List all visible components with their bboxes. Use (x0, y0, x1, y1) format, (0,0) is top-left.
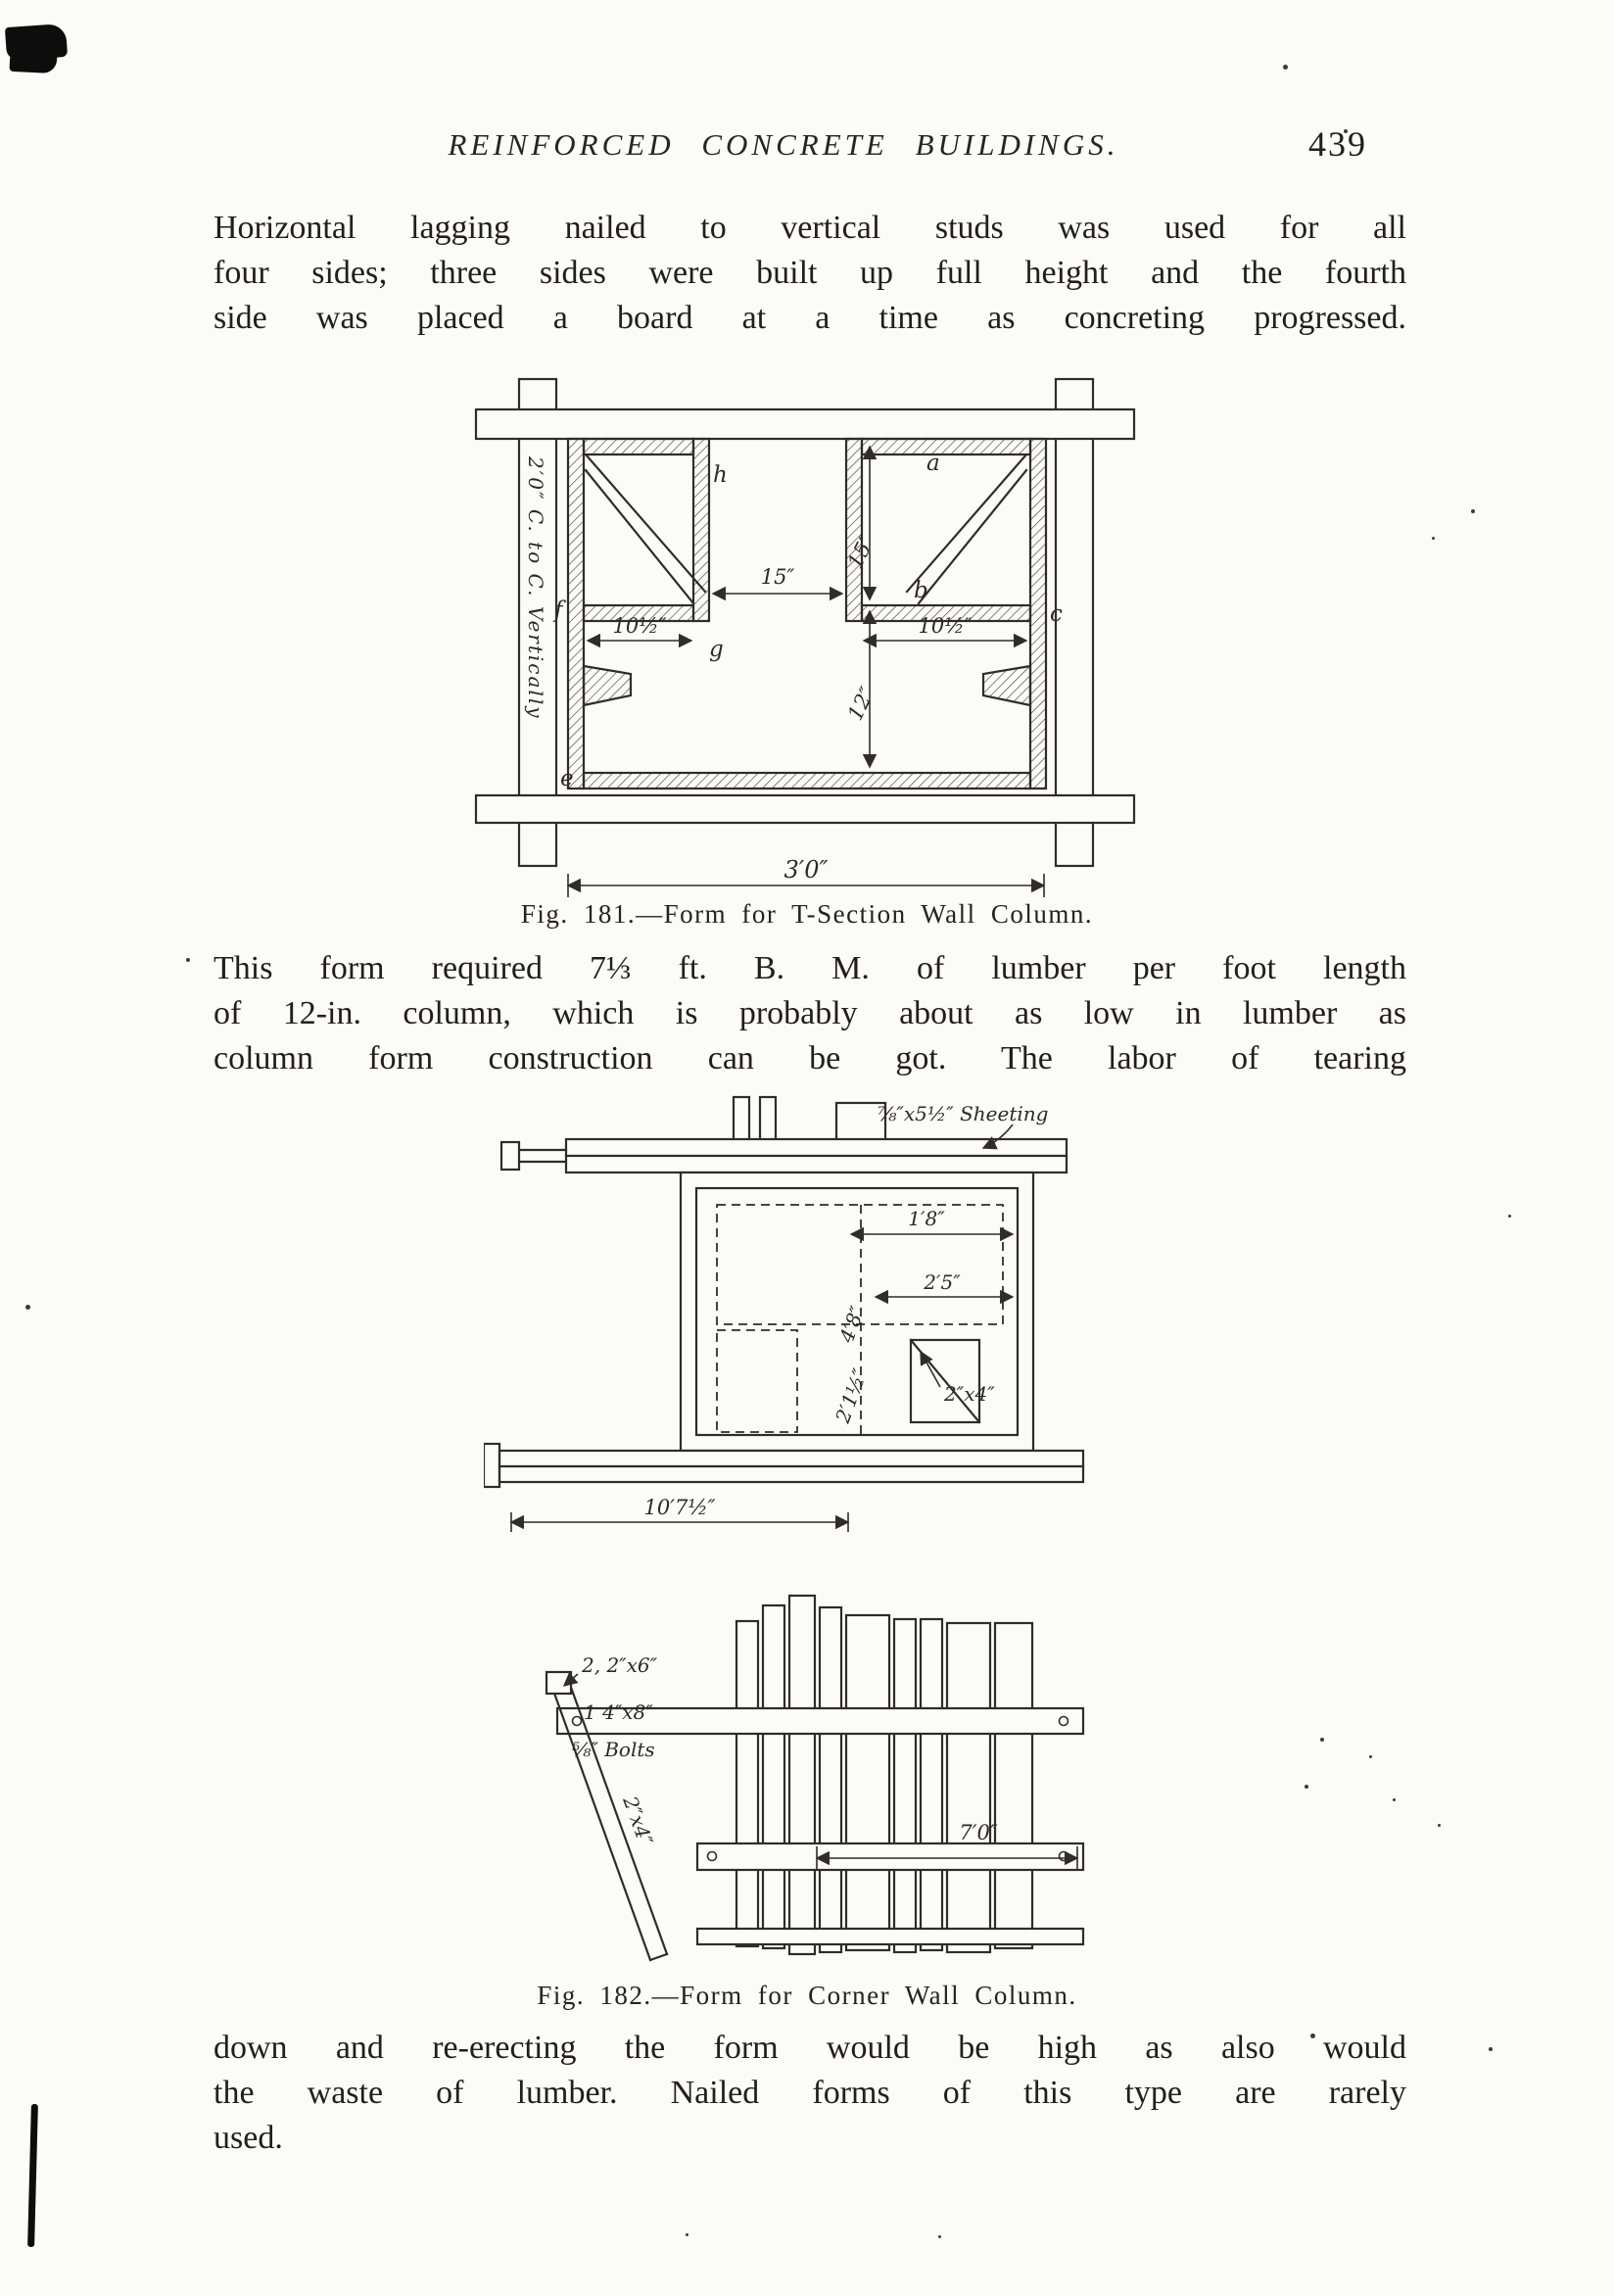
dim-2ft5: 2′5″ (923, 1270, 961, 1294)
lumber-1-4x8: 1 4″x8″ (584, 1700, 653, 1724)
dim-10ft7half: 10′7½″ (643, 1496, 715, 1519)
paragraph-3-line-3: used. (214, 2120, 283, 2156)
scan-speck (1393, 1798, 1396, 1801)
letter-c: c (1050, 601, 1063, 627)
plan-hidden-lines (716, 1204, 1004, 1438)
paragraph-1-line-3: side was placed a board at a time as con… (214, 300, 1406, 336)
dim-3ft: 3′0″ (784, 856, 829, 884)
scan-speck (686, 2233, 688, 2236)
page-header: REINFORCED CONCRETE BUILDINGS. 439 (0, 120, 1614, 178)
post-spacing-label: 2′0″ C. to C. Vertically (524, 455, 547, 720)
scan-speck (1508, 1215, 1511, 1218)
fig-182-plan-drawing: ⅞″x5½″ Sheeting 1′8″ 2′5″ 4′8″ 2′1½″ 2″x… (484, 1095, 1085, 1532)
scan-edge-mark (27, 2103, 38, 2248)
scan-speck (1471, 509, 1475, 513)
figure-182-caption: Fig. 182.—Form for Corner Wall Column. (537, 1981, 1077, 2010)
scan-speck (1432, 537, 1435, 540)
paragraph-1-line-1: Horizontal lagging nailed to vertical st… (214, 210, 1406, 246)
fig-182-elevation-drawing: 2, 2″x6″ 1 4″x8″ ⅝″ Bolts 2″x4″ 7′0″ (545, 1594, 1085, 1962)
dim-7ft0: 7′0″ (959, 1821, 997, 1844)
paragraph-1-line-2: four sides; three sides were built up fu… (214, 255, 1406, 291)
figure-182-plan: ⅞″x5½″ Sheeting 1′8″ 2′5″ 4′8″ 2′1½″ 2″x… (484, 1095, 1091, 1536)
page-number: 439 (1308, 124, 1367, 164)
ink-smudge (9, 49, 58, 74)
dim-10half-right: 10½″ (919, 614, 973, 638)
elevation-dimension-lines (562, 1672, 1079, 1870)
fig-181-drawing: 15″ 15″ 12″ 10½″ 10½″ 3′0″ 2′0″ C. to C.… (474, 377, 1136, 897)
figure-181-caption: Fig. 181.—Form for T-Section Wall Column… (520, 899, 1094, 929)
lumber-2x4-plan: 2″x4″ (943, 1382, 995, 1406)
scan-speck (1305, 1785, 1308, 1789)
dim-10half-left: 10½″ (613, 614, 667, 638)
scan-speck (186, 958, 190, 962)
letter-f: f (552, 598, 566, 623)
dim-1ft8: 1′8″ (908, 1207, 945, 1230)
paragraph-1: Horizontal lagging nailed to vertical st… (214, 206, 1406, 341)
scan-speck (1310, 2033, 1315, 2038)
running-title: REINFORCED CONCRETE BUILDINGS. (448, 127, 1119, 162)
scan-speck (1320, 1738, 1324, 1742)
figure-181: 15″ 15″ 12″ 10½″ 10½″ 3′0″ 2′0″ C. to C.… (468, 374, 1144, 923)
bolts-label: ⅝″ Bolts (572, 1738, 655, 1761)
dimension-lines (566, 445, 1046, 897)
dim-15-horizontal: 15″ (761, 565, 795, 589)
scan-speck (1283, 65, 1288, 70)
letter-b: b (914, 578, 928, 603)
figure-182-elevation: 2, 2″x6″ 1 4″x8″ ⅝″ Bolts 2″x4″ 7′0″ (484, 1594, 1091, 1995)
paragraph-2: This form required 7⅓ ft. B. M. of lumbe… (214, 946, 1406, 1081)
dim-12-vertical: 12″ (843, 683, 879, 724)
scan-speck (938, 2235, 941, 2238)
scan-speck (1489, 2047, 1493, 2051)
scan-speck (1344, 129, 1348, 133)
elevation-structure (545, 1594, 1085, 1962)
paragraph-3: down and re-erecting the form would be h… (214, 2026, 1406, 2161)
scan-speck (25, 1305, 30, 1310)
plan-dimension-lines (509, 1124, 1015, 1532)
paragraph-3-line-1: down and re-erecting the form would be h… (214, 2030, 1406, 2066)
letter-e: e (560, 766, 574, 791)
plan-structure (484, 1095, 1085, 1489)
paragraph-2-line-3: column form construction can be got. The… (214, 1040, 1406, 1076)
scan-speck (1438, 1824, 1441, 1827)
paragraph-3-line-2: the waste of lumber. Nailed forms of thi… (214, 2075, 1406, 2111)
form-structure (474, 377, 1136, 868)
lumber-2x4-elevation: 2″x4″ (618, 1793, 658, 1849)
lumber-2-2x6: 2, 2″x6″ (581, 1653, 658, 1677)
letter-a: a (926, 451, 940, 476)
paragraph-2-line-2: of 12-in. column, which is probably abou… (214, 995, 1406, 1031)
sheeting-label: ⅞″x5½″ Sheeting (878, 1102, 1048, 1125)
letter-g: g (709, 637, 724, 662)
scan-speck (1369, 1755, 1372, 1758)
paragraph-2-line-1: This form required 7⅓ ft. B. M. of lumbe… (214, 950, 1406, 986)
letter-h: h (713, 462, 728, 488)
